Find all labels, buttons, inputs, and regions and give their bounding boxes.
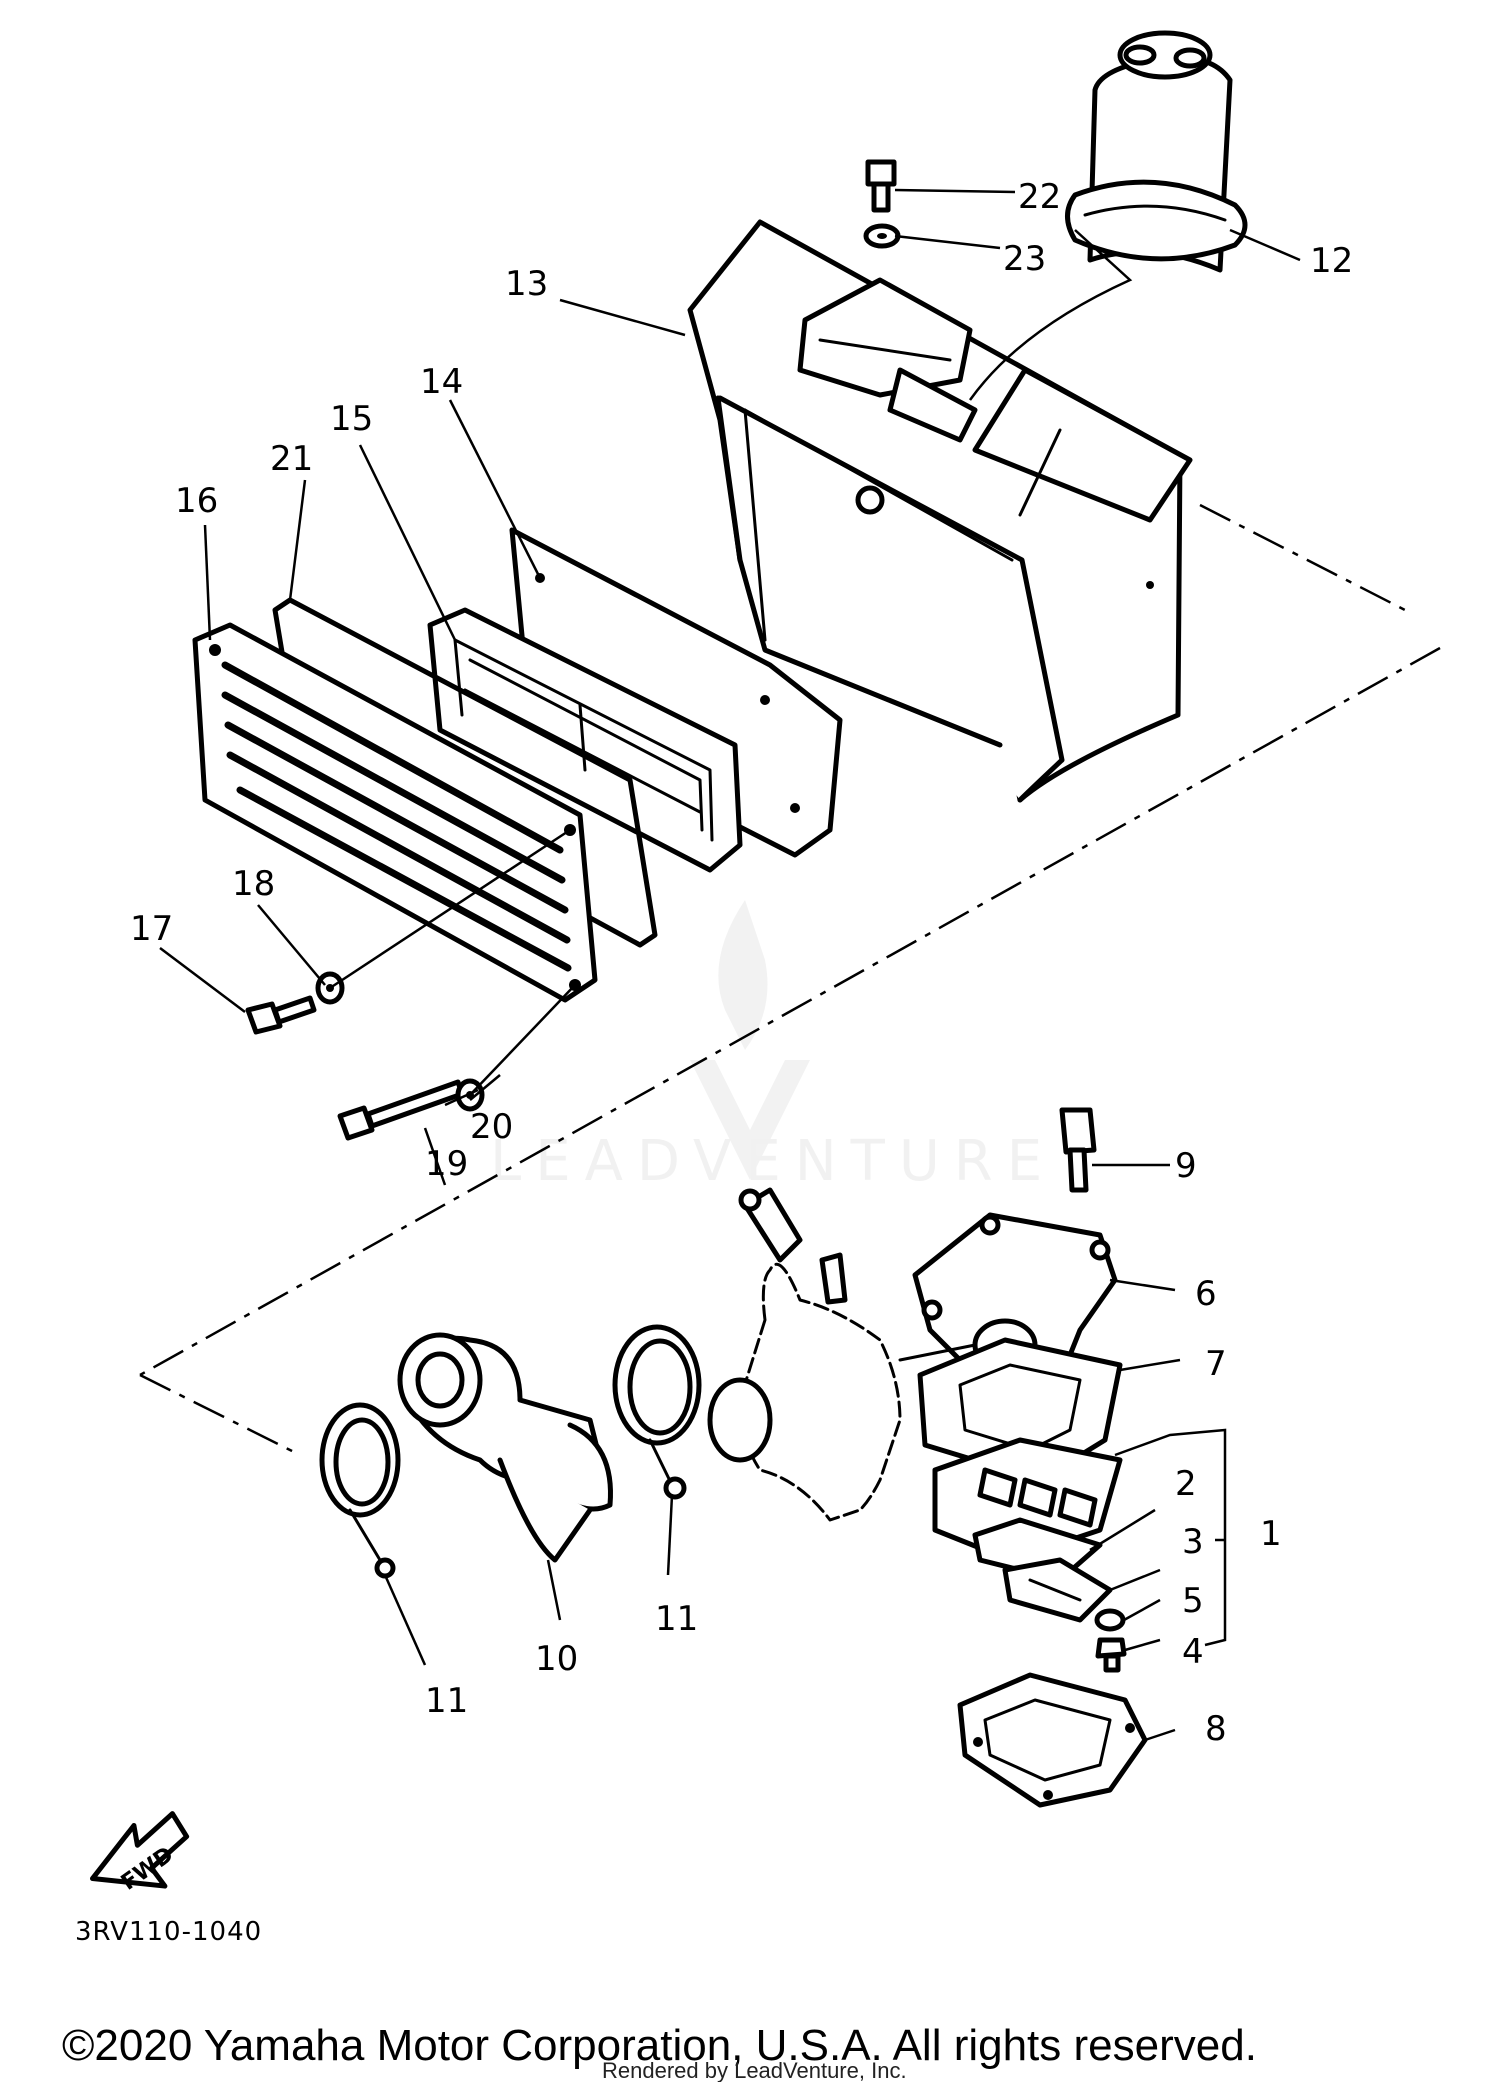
part-11-clamp-right: [612, 1324, 702, 1500]
part-12-intake-duct: [1065, 30, 1248, 273]
part-19-long-bolt: [337, 1079, 465, 1141]
part-13-air-cleaner-case: [687, 219, 1193, 803]
callout-3: 3: [1182, 1522, 1204, 1562]
callout-18: 18: [232, 864, 275, 904]
callout-9: 9: [1175, 1146, 1197, 1186]
callout-labels: 22 23 12 13 14 15 21 16 18 17 20 19 9 6 …: [130, 177, 1353, 1749]
part-22-bolt: [865, 159, 897, 213]
reference-line-lower: [139, 1373, 301, 1457]
rendered-by-notice: Rendered by LeadVenture, Inc.: [602, 2058, 907, 2082]
part-9-bolt: [1059, 1107, 1097, 1193]
reference-line-upper: [1199, 503, 1406, 612]
leader-lines: [159, 188, 1301, 1742]
part-8-gasket: [957, 1672, 1148, 1808]
fwd-arrow-icon: FWD: [89, 1811, 190, 1896]
callout-21: 21: [270, 439, 313, 479]
callout-6: 6: [1195, 1274, 1217, 1314]
callout-11-left: 11: [425, 1681, 468, 1721]
diagram-code: 3RV110-1040: [75, 1917, 262, 1947]
callout-4: 4: [1182, 1632, 1204, 1672]
part-16-cover: [192, 622, 598, 1003]
watermark-text: LEADVENTURE: [490, 1129, 1056, 1194]
callout-20: 20: [470, 1107, 513, 1147]
callout-12: 12: [1310, 241, 1353, 281]
copyright-notice: ©2020 Yamaha Motor Corporation, U.S.A. A…: [62, 2021, 1257, 2070]
reference-line-diagonal: [139, 646, 1441, 1377]
watermark-v-icon: [690, 1060, 810, 1180]
callout-1: 1: [1260, 1514, 1282, 1554]
callout-8: 8: [1205, 1709, 1227, 1749]
watermark-flame-icon: [718, 900, 768, 1050]
callout-19: 19: [425, 1144, 468, 1184]
callout-17: 17: [130, 909, 173, 949]
part-4-screw: [1095, 1637, 1127, 1673]
part-15-filter-element: [427, 607, 743, 873]
callout-14: 14: [420, 362, 463, 402]
callout-10: 10: [535, 1639, 578, 1679]
callout-22: 22: [1018, 177, 1061, 217]
watermark: LEADVENTURE: [490, 900, 1056, 1194]
carburetor-outline: [707, 1187, 902, 1522]
part-7-gasket: [917, 1337, 1123, 1483]
callout-7: 7: [1205, 1344, 1227, 1384]
callout-13: 13: [505, 264, 548, 304]
callout-16: 16: [175, 481, 218, 521]
part-3-reed-stopper: [1002, 1557, 1113, 1623]
callout-15: 15: [330, 399, 373, 439]
callout-2: 2: [1175, 1464, 1197, 1504]
part-1-reed-valve-body: [932, 1437, 1123, 1563]
part-23-washer: [863, 223, 901, 249]
callout-5: 5: [1182, 1581, 1204, 1621]
callout-11-right: 11: [655, 1599, 698, 1639]
part-17-bolt: [245, 995, 317, 1035]
part-5-washer: [1094, 1608, 1126, 1632]
part-11-clamp-left: [319, 1402, 401, 1579]
callout-23: 23: [1003, 239, 1046, 279]
part-10-joint: [397, 1332, 613, 1563]
